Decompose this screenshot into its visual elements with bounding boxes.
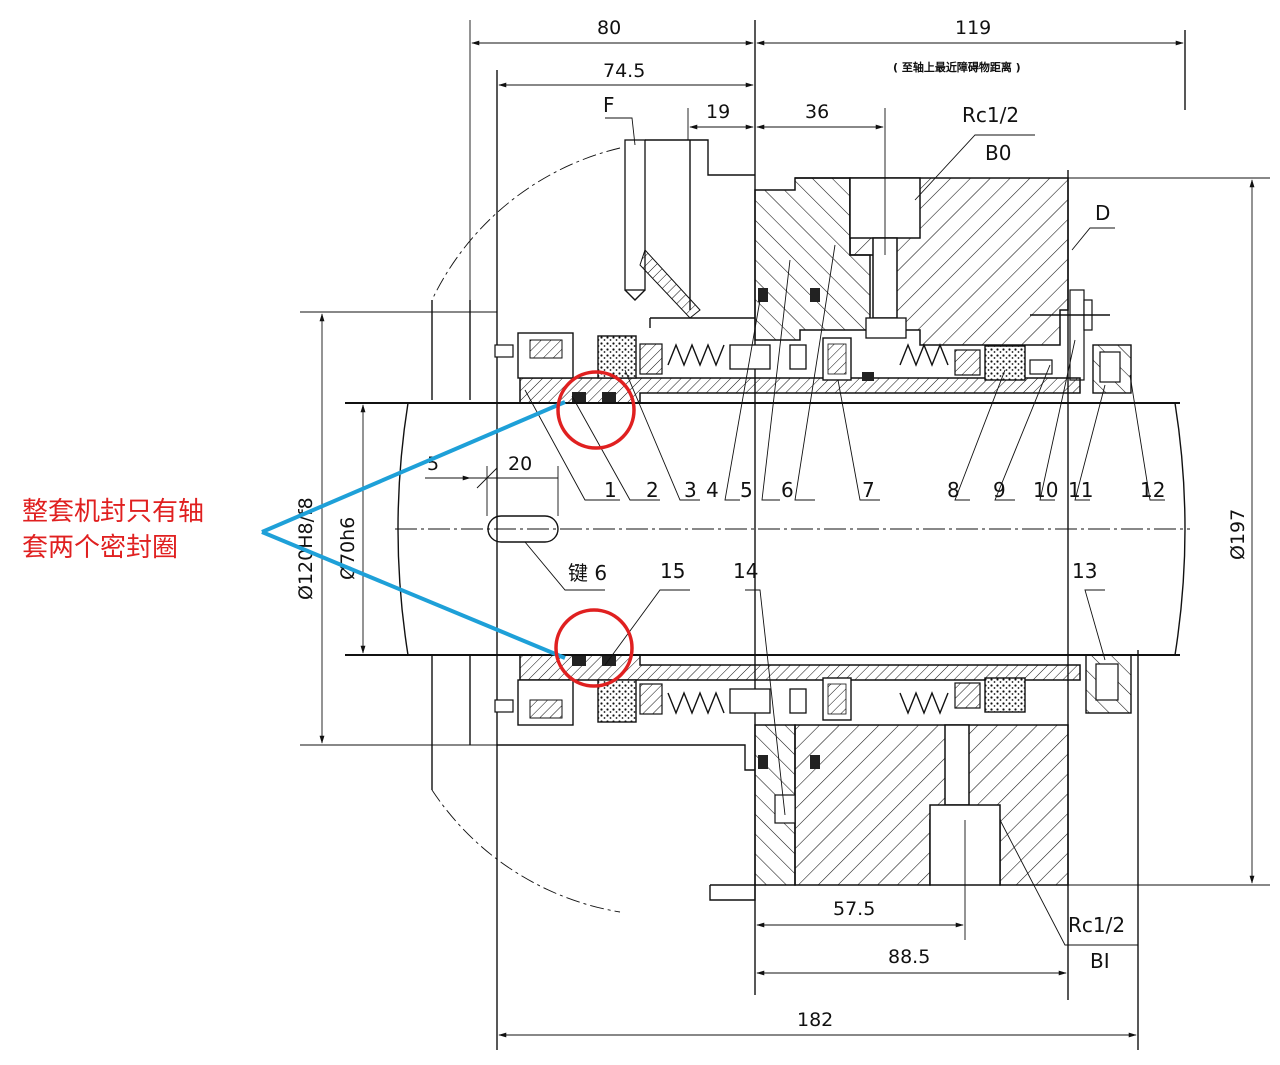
part-number: 1 bbox=[604, 478, 617, 502]
dim-119: 119 bbox=[955, 17, 991, 39]
label-f: F bbox=[603, 93, 615, 117]
part-number: 5 bbox=[740, 478, 753, 502]
annotation-line-1: 整套机封只有轴 bbox=[22, 497, 204, 527]
part-number: 2 bbox=[646, 478, 659, 502]
dim-80: 80 bbox=[597, 17, 621, 39]
dim-119-note: ( 至轴上最近障碍物距离 ) bbox=[893, 60, 1021, 74]
dimension-lines bbox=[300, 20, 1270, 1038]
port-bo-label: B0 bbox=[985, 141, 1011, 165]
annotation-callout: 整套机封只有轴 套两个密封圈 bbox=[22, 370, 636, 688]
label-d: D bbox=[1095, 201, 1110, 225]
port-bi-thread: Rc1/2 bbox=[1068, 913, 1125, 937]
lower-seal-assembly bbox=[494, 654, 1132, 726]
upper-gland-body bbox=[624, 139, 1110, 381]
part-number: 3 bbox=[684, 478, 697, 502]
part-number: 13 bbox=[1072, 559, 1097, 583]
highlight-circle-upper bbox=[556, 370, 636, 450]
part-number: 6 bbox=[781, 478, 794, 502]
label-key: 键 6 bbox=[568, 561, 607, 585]
port-bi-label: BI bbox=[1090, 949, 1110, 973]
pointer-line-lower bbox=[261, 530, 566, 660]
highlight-circle-lower bbox=[554, 608, 634, 688]
housing-outline bbox=[431, 147, 621, 913]
gland-flange bbox=[496, 20, 1186, 1050]
upper-seal-assembly bbox=[494, 332, 1132, 404]
part-numbers: 1 2 3 4 5 6 7 8 9 10 11 12 13 14 15 bbox=[604, 478, 1165, 583]
dim-36: 36 bbox=[805, 101, 829, 123]
dim-20: 20 bbox=[508, 453, 532, 475]
part-number: 12 bbox=[1140, 478, 1165, 502]
part-number: 4 bbox=[706, 478, 719, 502]
part-number: 15 bbox=[660, 559, 685, 583]
part-number: 8 bbox=[947, 478, 960, 502]
dim-dia197: Ø197 bbox=[1227, 509, 1249, 560]
part-number: 11 bbox=[1068, 478, 1093, 502]
port-bo-thread: Rc1/2 bbox=[962, 103, 1019, 127]
part-leaders bbox=[524, 244, 1165, 816]
annotation-line-2: 套两个密封圈 bbox=[22, 533, 178, 563]
part-number: 14 bbox=[733, 559, 758, 583]
lower-gland-body bbox=[497, 724, 1069, 901]
dim-19: 19 bbox=[706, 101, 730, 123]
dim-88-5: 88.5 bbox=[888, 946, 930, 968]
dim-74-5: 74.5 bbox=[603, 60, 645, 82]
part-number: 7 bbox=[862, 478, 875, 502]
dim-57-5: 57.5 bbox=[833, 898, 875, 920]
dim-182: 182 bbox=[797, 1009, 833, 1031]
part-number: 9 bbox=[993, 478, 1006, 502]
port-labels: Rc1/2 B0 Rc1/2 BI F D 键 6 bbox=[568, 93, 1125, 973]
pointer-line-upper bbox=[261, 400, 566, 534]
part-number: 10 bbox=[1033, 478, 1058, 502]
shaft bbox=[345, 402, 1190, 656]
